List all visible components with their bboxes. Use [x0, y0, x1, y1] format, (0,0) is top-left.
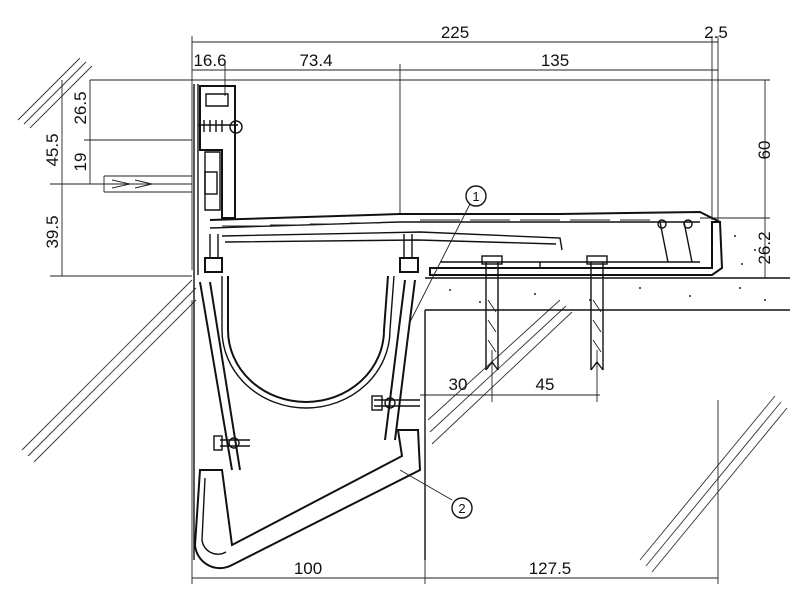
dim-top-right: 135	[541, 51, 569, 70]
dim-bottom-right: 127.5	[529, 559, 572, 578]
hatch-left-lower	[21, 279, 197, 463]
dim-top-mid: 73.4	[299, 51, 332, 70]
callout-circle-two	[451, 497, 473, 519]
dim-anchor-offset: 30	[449, 375, 468, 394]
dim-right-depth: 26.2	[755, 231, 774, 264]
hatch-left-upper	[17, 57, 93, 129]
dim-left-inner-upper: 26.5	[71, 91, 90, 124]
dim-left-outer-upper: 45.5	[43, 133, 62, 166]
dim-top-small-right: 2.5	[704, 23, 728, 42]
dimension-labels: 225 2.5 16.6 73.4 135 45.5 39.5 26.5 19 …	[43, 23, 774, 578]
hatch-middle	[427, 299, 573, 445]
dim-anchor-spacing: 45	[536, 375, 555, 394]
callout-circle-one	[465, 185, 487, 207]
hatch-right-lower	[639, 395, 788, 573]
dim-left-outer-lower: 39.5	[43, 215, 62, 248]
callout-label-two: 2	[458, 501, 465, 516]
callout-markers: 1 2	[451, 185, 487, 519]
callout-label-one: 1	[472, 189, 479, 204]
structure-outline	[103, 84, 790, 570]
concrete-dots	[449, 235, 766, 303]
dim-top-left: 16.6	[193, 51, 226, 70]
dim-bottom-left: 100	[294, 559, 322, 578]
dim-right-height: 60	[755, 141, 774, 160]
dim-left-inner-lower: 19	[71, 153, 90, 172]
structure-hatching	[17, 57, 788, 573]
dim-top-total: 225	[441, 23, 469, 42]
